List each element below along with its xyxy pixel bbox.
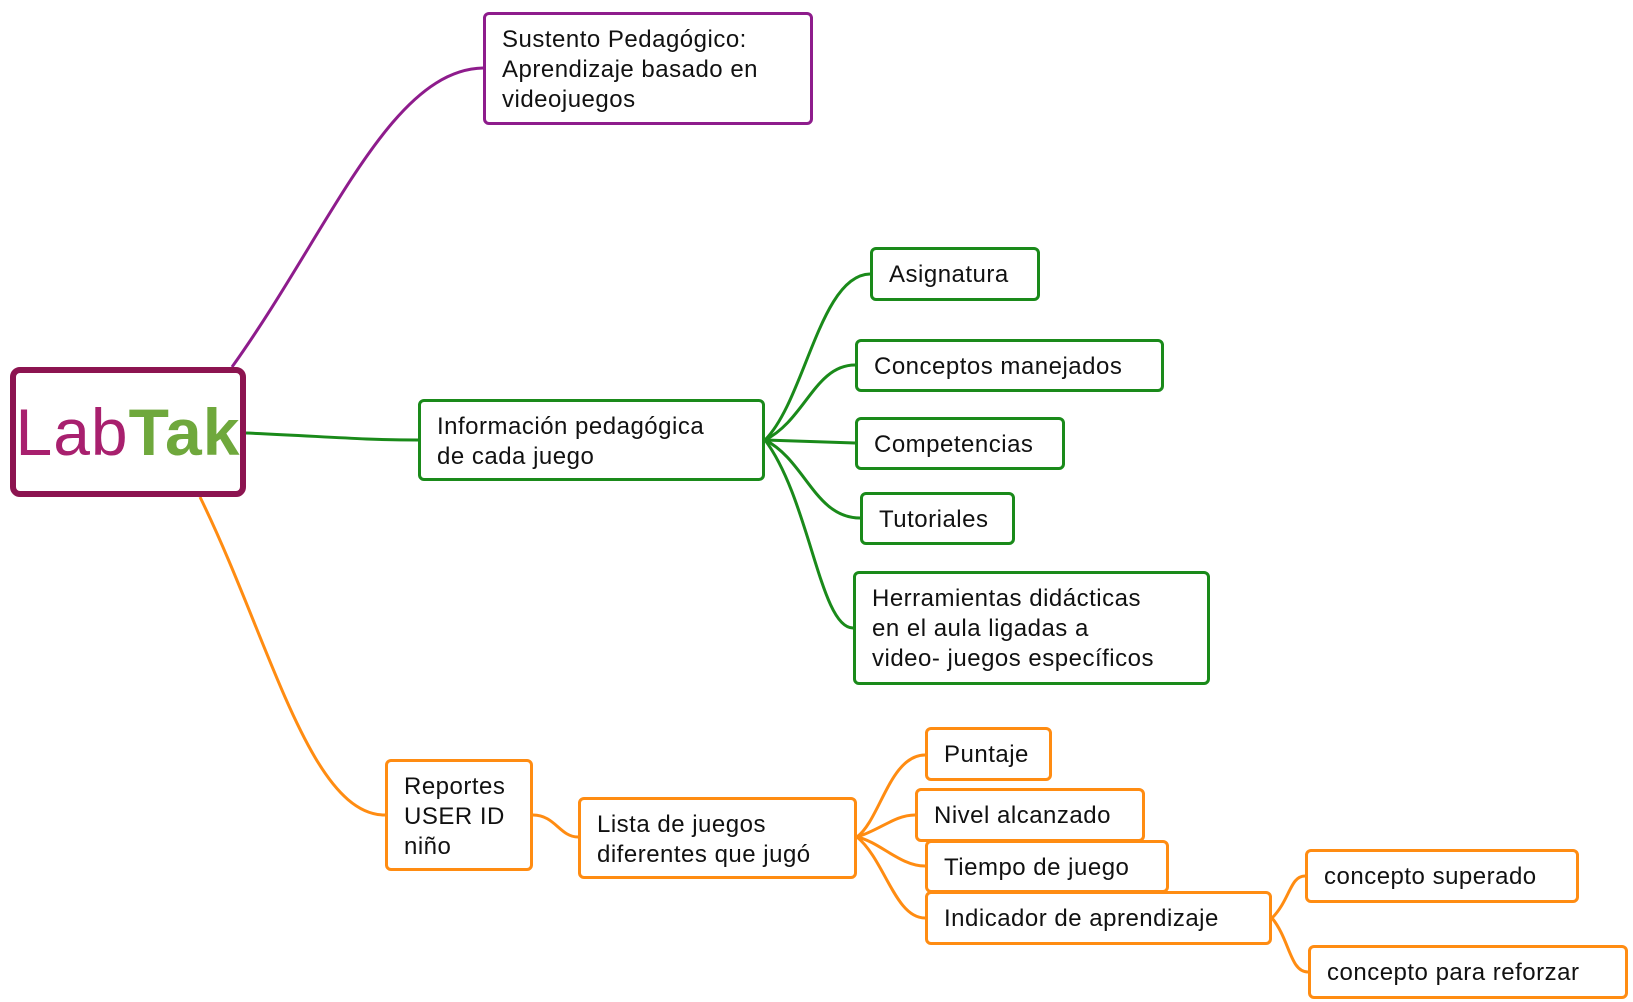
link-lista-nivel: [856, 813, 916, 839]
link-info-herramientas: [763, 439, 854, 630]
node-herramientas-didacticas: Herramientas didácticas en el aula ligad…: [853, 571, 1210, 685]
logo-text-lab: Lab: [15, 395, 129, 469]
node-concepto-para-reforzar: concepto para reforzar: [1308, 945, 1628, 999]
node-tiempo-de-juego: Tiempo de juego: [925, 840, 1169, 893]
link-root-informacion: [245, 431, 419, 442]
node-lista-de-juegos: Lista de juegos diferentes que jugó: [578, 797, 857, 879]
link-lista-tiempo: [856, 835, 926, 868]
logo-text-tak: Tak: [128, 395, 241, 469]
node-informacion-pedagogica: Información pedagógica de cada juego: [418, 399, 765, 481]
link-info-conceptos: [764, 363, 856, 442]
node-concepto-superado: concepto superado: [1305, 849, 1579, 903]
link-lista-puntaje: [856, 753, 926, 839]
link-root-reportes: [198, 496, 386, 817]
link-lista-indicador: [856, 835, 926, 920]
link-info-competencias: [764, 438, 856, 445]
link-reportes-lista: [532, 813, 579, 839]
node-asignatura: Asignatura: [870, 247, 1040, 301]
link-indicador-superado: [1270, 874, 1306, 920]
link-info-tutoriales: [764, 438, 861, 520]
node-sustento-pedagogico: Sustento Pedagógico: Aprendizaje basado …: [483, 12, 813, 125]
node-conceptos-manejados: Conceptos manejados: [855, 339, 1164, 392]
node-reportes: Reportes USER ID niño: [385, 759, 533, 871]
link-indicador-reforzar: [1270, 917, 1309, 974]
link-root-sustento: [230, 66, 484, 368]
node-nivel-alcanzado: Nivel alcanzado: [915, 788, 1145, 842]
node-tutoriales: Tutoriales: [860, 492, 1015, 545]
node-competencias: Competencias: [855, 417, 1065, 470]
node-indicador-de-aprendizaje: Indicador de aprendizaje: [925, 891, 1272, 945]
link-info-asignatura: [763, 272, 871, 442]
node-puntaje: Puntaje: [925, 727, 1052, 781]
